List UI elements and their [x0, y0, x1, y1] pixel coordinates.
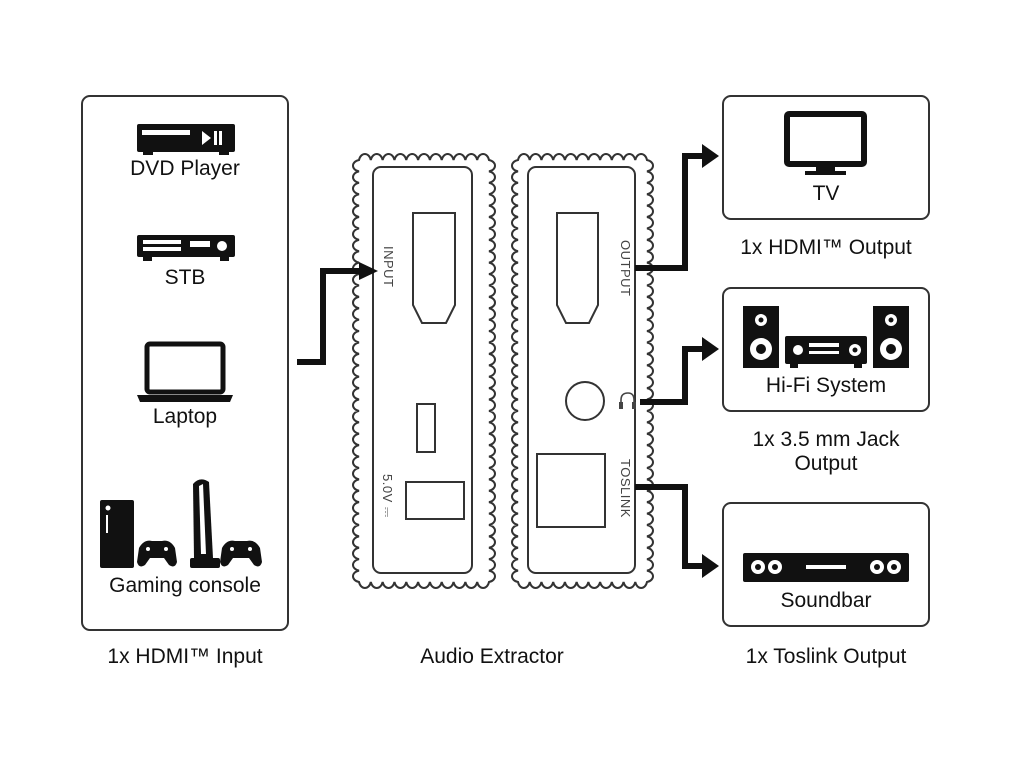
extractor-output-panel — [511, 153, 654, 589]
input-port-label: INPUT — [381, 246, 396, 288]
extractor-input-panel-outline — [352, 153, 496, 589]
jack-output-arrow — [640, 337, 719, 405]
output-device-label-tv: TV — [812, 182, 840, 205]
hdmi-output-arrow — [635, 144, 719, 271]
power-port — [405, 481, 465, 520]
input-arrow — [297, 262, 378, 365]
output-port-label: OUTPUT — [618, 240, 633, 297]
set-top-box-icon — [137, 235, 235, 261]
gaming-console-icon — [100, 479, 262, 568]
tv-output-box — [722, 95, 930, 220]
input-sources-box — [81, 95, 289, 631]
hdmi-output-port — [556, 212, 599, 324]
inner-frame — [372, 166, 473, 574]
hifi-system-icon — [743, 306, 909, 368]
toslink-port — [536, 453, 606, 528]
power-port-label: 5.0V ⎓ — [380, 474, 395, 518]
device-label-stb: STB — [164, 266, 206, 289]
extractor-output-panel-outline — [511, 153, 654, 589]
output-device-label-soundbar: Soundbar — [780, 589, 872, 612]
jack-output-caption-line2: Output — [794, 452, 858, 475]
tv-icon — [784, 111, 867, 175]
soundbar-icon — [743, 553, 909, 582]
device-label-gaming-console: Gaming console — [109, 574, 261, 597]
hifi-output-box — [722, 287, 930, 412]
inner-frame — [527, 166, 636, 574]
laptop-icon — [137, 341, 233, 402]
device-label-laptop: Laptop — [152, 405, 218, 428]
jack-output-caption-line1: 1x 3.5 mm Jack — [752, 428, 900, 451]
dvd-player-icon — [137, 124, 235, 155]
usb-port — [416, 403, 436, 453]
audio-jack-port — [565, 381, 605, 421]
toslink-port-label: TOSLINK — [618, 459, 633, 518]
hdmi-output-caption: 1x HDMI™ Output — [740, 236, 912, 259]
connection-arrows — [297, 144, 719, 578]
input-caption: 1x HDMI™ Input — [107, 645, 263, 668]
hdmi-input-port — [412, 212, 456, 324]
extractor-input-panel — [352, 153, 496, 589]
device-label-dvd-player: DVD Player — [130, 157, 240, 180]
extractor-caption: Audio Extractor — [420, 645, 564, 668]
soundbar-output-box — [722, 502, 930, 627]
toslink-output-caption: 1x Toslink Output — [745, 645, 907, 668]
toslink-output-arrow — [635, 484, 719, 578]
output-device-label-hifi: Hi-Fi System — [765, 374, 887, 397]
headphone-icon — [619, 392, 636, 409]
